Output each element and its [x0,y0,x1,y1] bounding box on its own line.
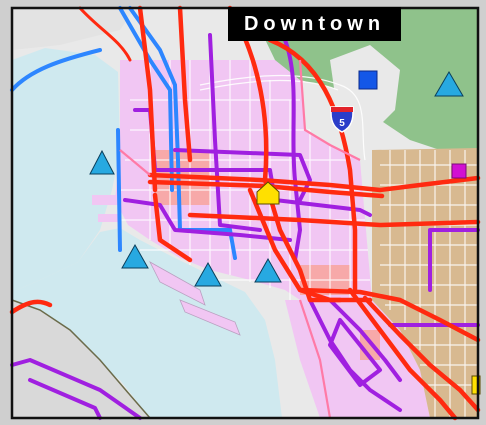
square-north-marker [358,70,378,90]
route-purple-9 [328,318,382,387]
terrain-northwest [12,8,135,50]
map-title-text: Downtown [243,12,386,35]
route-red-15 [78,6,132,62]
route-purple-5 [123,198,292,242]
route-blue-4 [10,48,102,92]
pier-1 [149,261,206,306]
tri-south-2-marker [194,261,222,287]
route-blue-2 [118,6,174,192]
route-red-4 [267,37,358,293]
route-red-2 [177,5,193,163]
square-east-marker [451,163,467,179]
tri-south-3-marker [254,257,282,283]
tri-south-1-marker [121,243,149,269]
route-red-5 [147,172,481,193]
shield-number: 5 [339,118,345,129]
route-red-13 [362,295,481,413]
route-red-10 [262,177,343,303]
route-pink-lines [119,59,361,419]
route-red-lines [9,5,481,421]
residential-east [372,148,478,418]
house-center-marker [256,181,280,205]
tri-northeast-marker [434,71,464,97]
map-title: Downtown [228,7,401,41]
route-purple-8 [428,228,480,292]
route-red-6 [147,179,385,199]
tri-west-marker [89,149,115,175]
yellow-edge-marker [471,375,481,395]
pier-2 [179,299,241,336]
route-purple-11 [10,358,142,420]
island-shoreline [11,299,151,419]
bay-water-north [12,48,120,292]
bay-water-south [12,228,282,418]
route-red-11 [297,287,481,343]
route-red-7 [187,212,481,228]
pier-4 [98,214,118,222]
route-red-8 [152,192,193,263]
pier-3 [92,195,118,205]
route-purple-7 [328,298,402,382]
route-red-14 [9,299,53,315]
triangle-markers [89,71,464,287]
route-purple-12 [28,378,102,420]
route-red-1 [137,5,158,193]
interstate-shield-icon: 5 [330,106,354,133]
route-red-12 [347,287,458,421]
route-purple-4 [283,38,302,262]
route-blue-3 [128,6,237,260]
route-blue-lines [10,6,237,260]
route-blue-1 [116,128,122,252]
